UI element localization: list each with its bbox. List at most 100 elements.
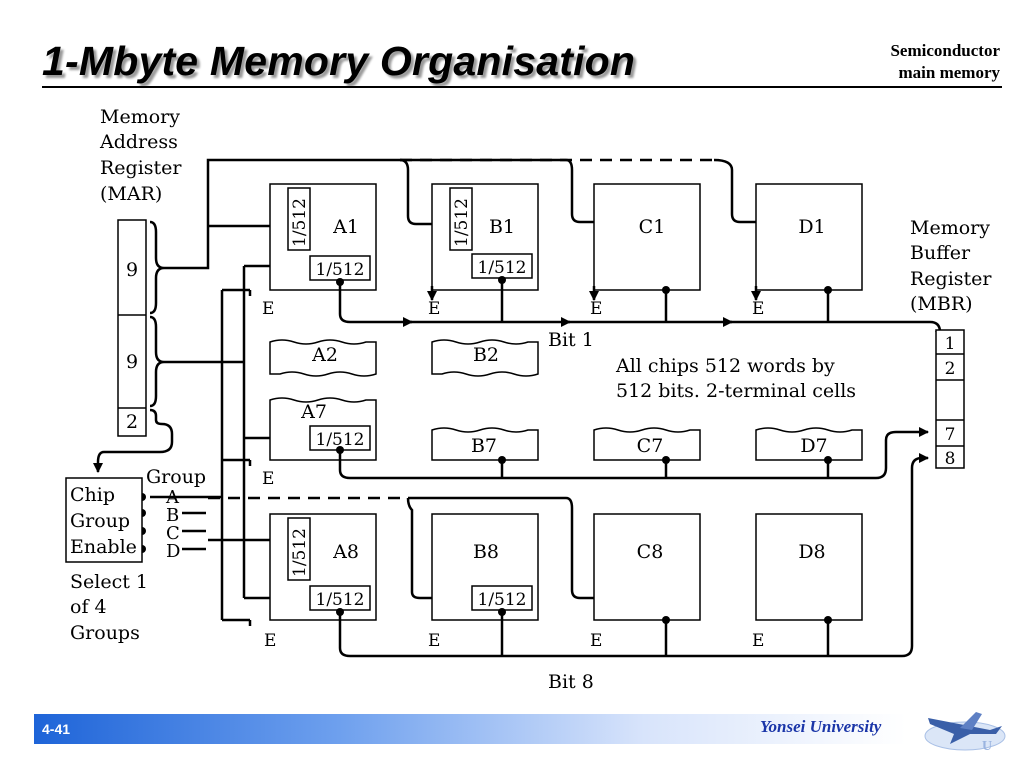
column-decoder <box>309 255 371 281</box>
row-decoder <box>449 187 473 251</box>
mar-field-group: 2 <box>126 411 138 433</box>
enable-label: E <box>262 299 274 319</box>
chip-label: B2 <box>473 344 499 366</box>
university-name: Yonsei University <box>760 717 882 736</box>
row-decoder <box>287 517 311 581</box>
chip-label: B1 <box>489 216 515 238</box>
cge-label-line: Group <box>70 510 130 532</box>
select-label-line: of 4 <box>70 596 107 618</box>
chip-group-enable: Chip Group Enable Group A B C D Select 1… <box>65 466 206 644</box>
column-decoder-label: 1/512 <box>478 258 527 278</box>
mar-label: Memory Address Register (MAR) <box>99 106 182 205</box>
bit1-label: Bit 1 <box>548 329 594 351</box>
group-line-label: D <box>166 541 180 562</box>
mar-braces <box>149 220 165 426</box>
slide-title: 1-Mbyte Memory Organisation <box>42 38 636 84</box>
section-label-line2: main memory <box>898 63 1000 82</box>
enable-label: E <box>264 631 276 651</box>
column-decoder <box>309 585 371 611</box>
column-decoder-label: 1/512 <box>316 590 365 610</box>
row-address-bus <box>164 158 771 603</box>
chip-label: A8 <box>332 541 359 563</box>
mar-label-line: (MAR) <box>100 183 162 205</box>
chip-d1 <box>755 183 863 291</box>
footer-bar <box>34 714 906 744</box>
mbr-label: Memory Buffer Register (MBR) <box>910 217 992 315</box>
chip-label: D7 <box>800 435 827 457</box>
mar-field-row: 9 <box>126 259 138 281</box>
group-line-label: C <box>166 523 180 544</box>
memory-organisation-diagram: 9 9 2 Memory Address Register (MAR) <box>65 106 992 693</box>
enable-label: E <box>428 299 440 319</box>
chip-label: B7 <box>471 435 497 457</box>
enable-label: E <box>428 631 440 651</box>
section-label: Semiconductor main memory <box>890 40 1000 84</box>
chip-row-8: A8 B8 C8 D8 1/512 1/512 1/512 E E E E <box>264 513 863 651</box>
chip-b2 <box>431 339 539 377</box>
mbr-cell: 8 <box>945 449 956 469</box>
chip-row-2 <box>269 339 539 377</box>
group-select-bus <box>93 288 250 622</box>
row-decoder-label: 1/512 <box>452 198 472 247</box>
chip-a2 <box>269 339 377 377</box>
logo-letter: U <box>982 739 992 754</box>
mbr-label-line: Register <box>910 268 992 290</box>
bit7-junctions <box>336 446 832 464</box>
select-label-line: Groups <box>70 622 140 644</box>
row-decoder-label: 1/512 <box>290 198 310 247</box>
mbr-cell: 1 <box>945 334 956 354</box>
group-label: Group <box>146 466 206 488</box>
bit1-data-line <box>338 278 945 341</box>
mbr-label-line: (MBR) <box>910 293 973 315</box>
bit1-junctions <box>336 276 832 294</box>
chip-label: A2 <box>311 344 338 366</box>
chip-d7 <box>755 427 863 461</box>
chip-b7 <box>431 427 539 461</box>
row-decoder <box>287 187 311 251</box>
column-decoder <box>471 253 533 279</box>
row-decoder-label: 1/512 <box>290 528 310 577</box>
chip-c1 <box>593 183 701 291</box>
chip-label: C7 <box>637 435 664 457</box>
mar-register: 9 9 2 <box>117 219 147 437</box>
column-decoder-label: 1/512 <box>478 590 527 610</box>
enable-label: E <box>752 631 764 651</box>
enable-label: E <box>590 631 602 651</box>
airplane-logo-icon: U <box>924 712 1006 754</box>
chip-c8 <box>593 513 701 621</box>
chip-label: C1 <box>639 216 666 238</box>
bit8-data-line <box>338 453 929 658</box>
mbr-label-line: Buffer <box>910 242 971 264</box>
chip-label: A7 <box>300 401 327 423</box>
chip-label: B8 <box>473 541 499 563</box>
cge-label-line: Enable <box>70 536 137 558</box>
enable-label: E <box>752 299 764 319</box>
group-line-label: B <box>166 505 179 526</box>
column-decoder <box>471 585 533 611</box>
chip-label: D8 <box>798 541 825 563</box>
chip-label: C8 <box>637 541 664 563</box>
bit8-junctions <box>336 608 832 624</box>
chip-label: D1 <box>798 216 825 238</box>
chip-c7 <box>593 427 701 461</box>
chip-d8 <box>755 513 863 621</box>
enable-label: E <box>590 299 602 319</box>
title-underline <box>42 86 1002 88</box>
mar-label-line: Address <box>99 131 178 153</box>
chip-row-1: A1 B1 C1 D1 1/512 1/512 1/512 1/512 E E … <box>262 183 863 319</box>
mbr-label-line: Memory <box>910 217 990 239</box>
note-line: All chips 512 words by <box>615 355 835 377</box>
chip-label: A1 <box>332 216 359 238</box>
mar-label-line: Memory <box>100 106 180 128</box>
column-decoder-label: 1/512 <box>316 430 365 450</box>
cge-label-line: Chip <box>70 484 115 506</box>
mbr-register: 1 2 7 8 <box>935 329 965 469</box>
note-line: 512 bits. 2-terminal cells <box>616 380 856 402</box>
section-label-line1: Semiconductor <box>890 41 1000 60</box>
page-number: 4-41 <box>42 721 71 737</box>
enable-lines <box>248 286 761 626</box>
mbr-cell: 7 <box>945 425 956 445</box>
bit8-label: Bit 8 <box>548 671 594 693</box>
enable-label: E <box>262 469 274 489</box>
mbr-cell: 2 <box>945 359 956 379</box>
